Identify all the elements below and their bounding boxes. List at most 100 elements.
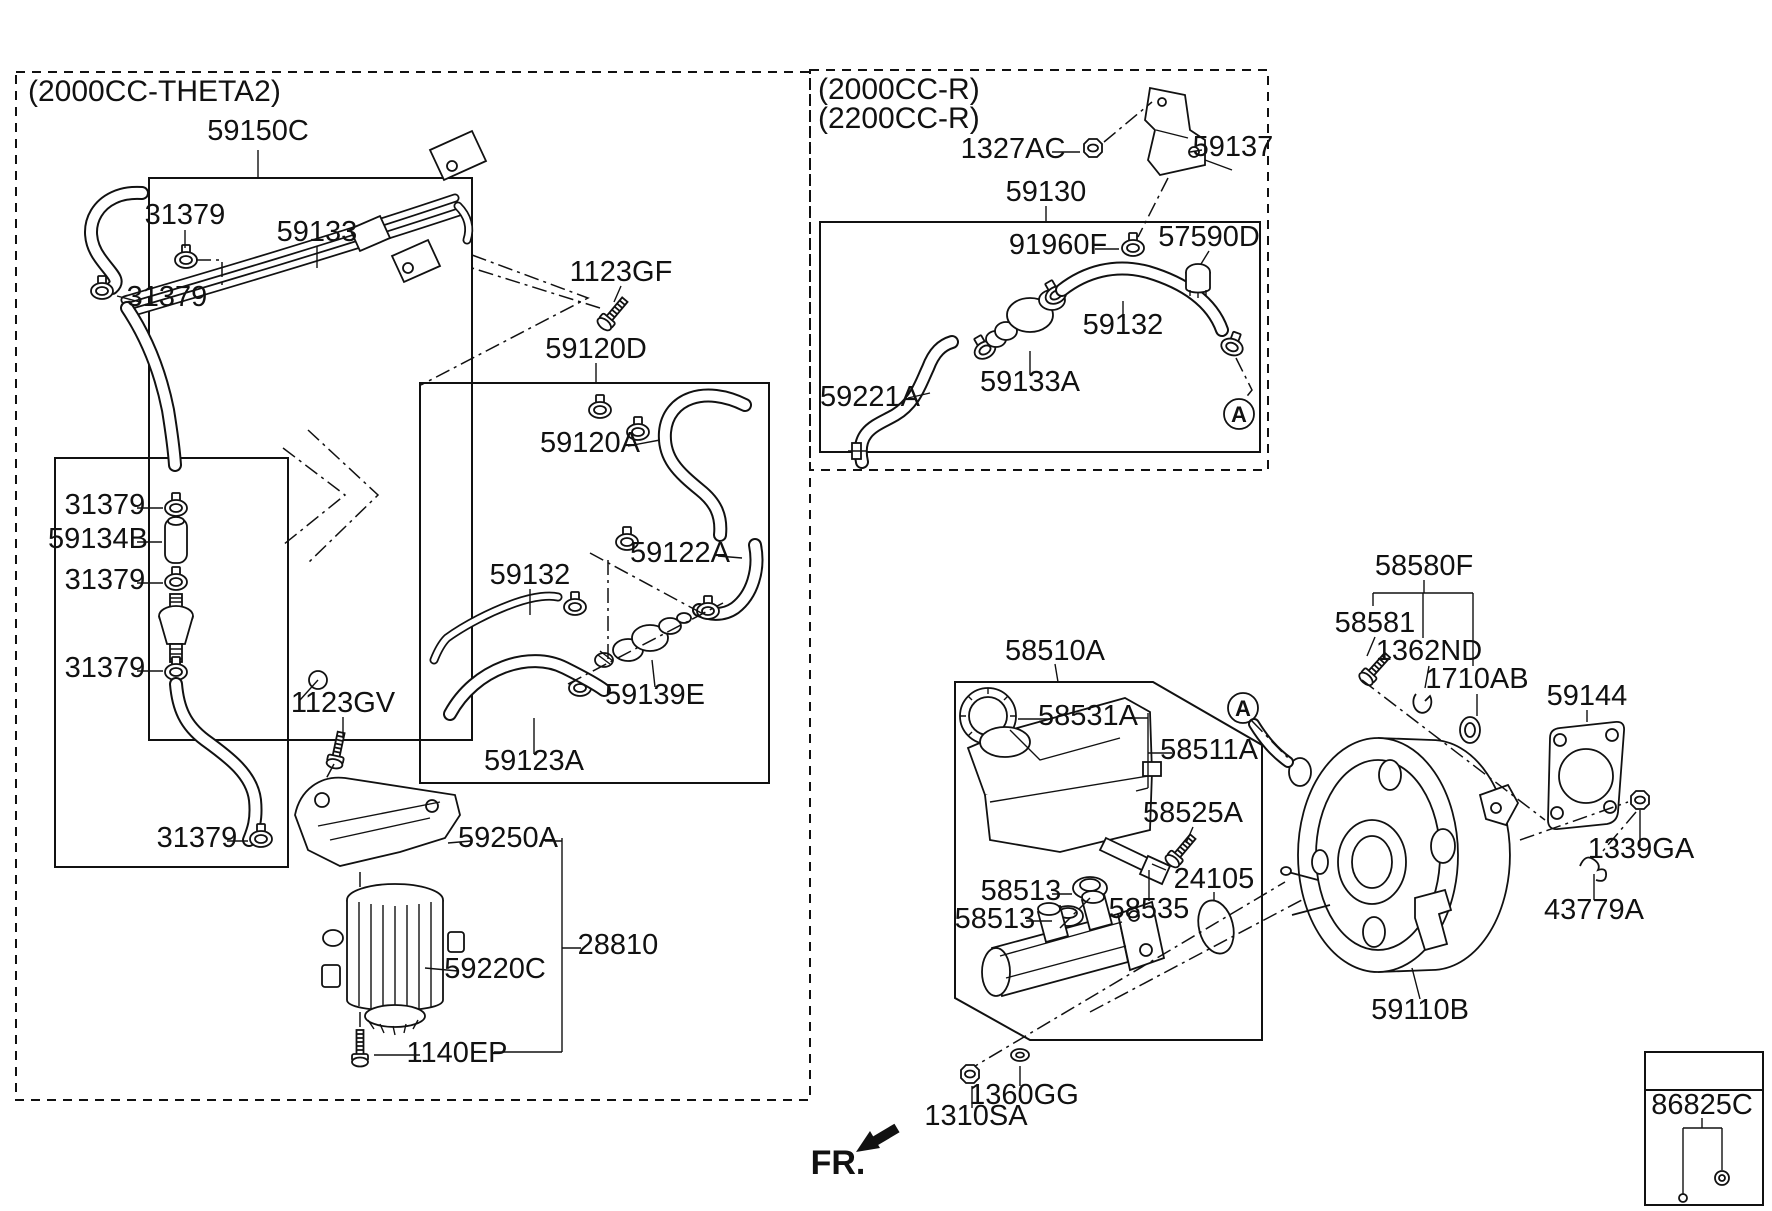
part-label-1310SA: 1310SA xyxy=(924,1100,1028,1132)
front-direction-marker: FR. xyxy=(811,1123,900,1182)
part-label-58511A: 58511A xyxy=(1160,734,1258,766)
hose-clamp-icon xyxy=(174,244,198,269)
vacuum-pipe-59132-art xyxy=(429,591,587,665)
part-label-1123GF: 1123GF xyxy=(570,256,673,288)
reservoir-58511A-art xyxy=(966,697,1162,853)
svg-text:A: A xyxy=(1231,402,1247,427)
section-line xyxy=(1103,101,1153,143)
section-line xyxy=(1235,357,1253,401)
part-label-24105: 24105 xyxy=(1174,863,1255,895)
part-label-57590D: 57590D xyxy=(1158,221,1260,253)
section-line xyxy=(420,254,590,386)
hose-clamp-icon xyxy=(164,566,188,591)
nut-1339GA-icon xyxy=(1630,790,1650,810)
part-label-1123GV: 1123GV xyxy=(291,687,396,719)
part-label-1362ND: 1362ND xyxy=(1376,635,1482,667)
bolt-1123GF-icon xyxy=(594,293,632,334)
vacuum-hose-59120A-art xyxy=(588,388,752,542)
fr-arrowhead-icon xyxy=(856,1131,880,1152)
clamp-91960F-icon xyxy=(1121,232,1145,257)
part-label-59250A: 59250A xyxy=(458,822,559,854)
part-label-59133A: 59133A xyxy=(980,366,1081,398)
part-label-59139E: 59139E xyxy=(605,679,705,711)
part-label-58513: 58513 xyxy=(981,875,1062,907)
check-valve-icon xyxy=(158,593,194,663)
part-label-1710AB: 1710AB xyxy=(1425,663,1528,695)
part-label-58525A: 58525A xyxy=(1143,797,1244,829)
o-ring-24105-icon xyxy=(1197,899,1235,955)
part-label-59137: 59137 xyxy=(1193,131,1274,163)
part-label-59132: 59132 xyxy=(1083,309,1164,341)
bolt-1123GV-icon xyxy=(324,729,350,771)
check-valve-column-art xyxy=(120,301,273,848)
hose-clamp-icon xyxy=(563,591,587,616)
section-line xyxy=(567,602,724,685)
part-label-58535: 58535 xyxy=(1109,893,1190,925)
part-label-58580F: 58580F xyxy=(1375,550,1473,582)
hose-clamp-icon xyxy=(164,656,188,681)
part-label-1140EP: 1140EP xyxy=(406,1037,507,1069)
pump-bracket-59250A-art xyxy=(294,670,461,867)
nut-1327AC-icon xyxy=(1083,138,1103,158)
part-label-59130: 59130 xyxy=(1006,176,1087,208)
heater-hose-art xyxy=(84,185,223,300)
gasket-59144-art xyxy=(1547,721,1625,830)
part-label-58513: 58513 xyxy=(955,903,1036,935)
part-label-31379: 31379 xyxy=(65,564,146,596)
section-line xyxy=(964,881,1286,1073)
master-cylinder-body-art xyxy=(981,890,1166,998)
booster-bracket-58580F-leaders xyxy=(1372,580,1474,666)
right-group-label-2: (2200CC-R) xyxy=(818,102,980,135)
section-line xyxy=(589,552,706,616)
section-line xyxy=(1059,897,1091,929)
clip-43779A-icon xyxy=(1579,856,1607,882)
part-label-59132: 59132 xyxy=(490,559,571,591)
bolt-1140EP-icon xyxy=(351,1029,369,1068)
part-label-59110B: 59110B xyxy=(1371,994,1469,1026)
part-label-31379: 31379 xyxy=(65,489,146,521)
part-label-1327AC: 1327AC xyxy=(961,133,1066,165)
part-label-86825C: 86825C xyxy=(1651,1089,1753,1121)
one-way-valve-59139E-art xyxy=(568,595,720,697)
filter-valve-59133A-art xyxy=(985,275,1071,348)
part-label-58510A: 58510A xyxy=(1005,635,1106,667)
detail-marker-A-right: A xyxy=(1223,398,1255,430)
part-label-31379: 31379 xyxy=(157,822,238,854)
hose-kit-59120D-box xyxy=(419,382,770,784)
o-ring-1710AB-icon xyxy=(1459,716,1481,744)
left-group-label: (2000CC-THETA2) xyxy=(28,75,281,108)
section-line xyxy=(1361,679,1546,821)
part-label-1339GA: 1339GA xyxy=(1588,833,1695,865)
part-label-59123A: 59123A xyxy=(484,745,585,777)
section-line xyxy=(319,763,335,791)
section-line xyxy=(1251,720,1291,761)
section-line xyxy=(1137,177,1169,238)
part-label-28810: 28810 xyxy=(578,929,659,961)
section-line xyxy=(1519,801,1629,841)
part-label-59120D: 59120D xyxy=(545,333,647,365)
ref-86825C-box xyxy=(1644,1051,1764,1206)
part-label-58531A: 58531A xyxy=(1038,700,1139,732)
right-group-box xyxy=(809,69,1269,471)
part-label-43779A: 43779A xyxy=(1544,894,1645,926)
section-line xyxy=(282,447,347,546)
hose-clamp-icon xyxy=(164,492,188,517)
part-label-59120A: 59120A xyxy=(540,427,641,459)
part-label-58581: 58581 xyxy=(1335,607,1416,639)
part-label-31379: 31379 xyxy=(65,652,146,684)
part-label-1360GG: 1360GG xyxy=(969,1079,1079,1111)
section-line xyxy=(1601,811,1637,853)
part-label-91960F: 91960F xyxy=(1009,229,1107,261)
part-label-59220C: 59220C xyxy=(444,953,546,985)
part-label-59144: 59144 xyxy=(1547,680,1628,712)
hose-kit-59130-box xyxy=(819,221,1261,453)
vacuum-pipe-59133-art xyxy=(120,129,488,318)
part-label-59134B: 59134B xyxy=(48,523,148,555)
cap-57590D-icon xyxy=(1185,263,1211,298)
part-label-59133: 59133 xyxy=(277,216,358,248)
section-line xyxy=(471,267,601,309)
washer-1360GG-icon xyxy=(1010,1048,1030,1062)
svg-text:A: A xyxy=(1235,696,1251,721)
